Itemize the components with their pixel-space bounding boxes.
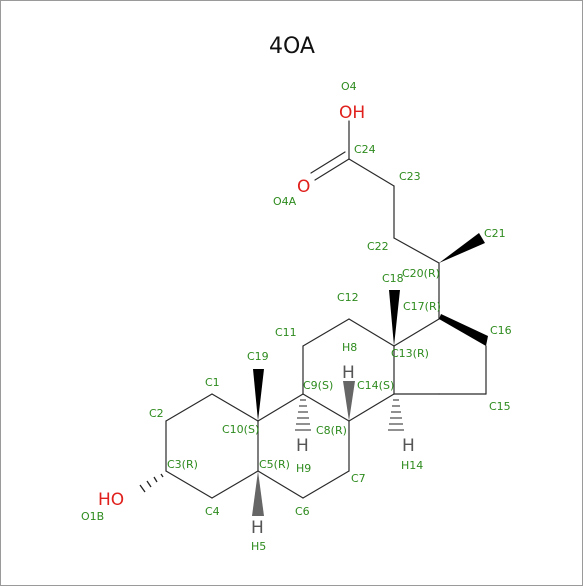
atom-label-c20: C20(R)	[402, 267, 440, 280]
stereo-bonds	[139, 233, 488, 516]
atom-label-c11: C11	[275, 326, 297, 339]
atom-label-h8: H8	[342, 341, 357, 354]
bond-lines	[165, 120, 487, 499]
atom-label-c17: C17(R)	[403, 300, 441, 313]
atom-label-o4: O4	[341, 80, 357, 93]
atom-label-o4a: O4A	[273, 195, 297, 208]
atom-label-h9: H9	[296, 462, 311, 475]
atom-label-c14: C14(S)	[357, 379, 394, 392]
atom-label-h14: H14	[401, 459, 423, 472]
atom-label-c5: C5(R)	[259, 458, 290, 471]
atom-label-c16: C16	[490, 324, 512, 337]
atom-label-c13: C13(R)	[391, 347, 429, 360]
atom-labels: O4 C24 C23 O4A C22 C21 C20(R) C18 C17(R)…	[81, 80, 512, 553]
atom-label-h5: H5	[251, 540, 266, 553]
carbonyl-oxygen-label: O	[297, 177, 310, 197]
atom-label-c8: C8(R)	[316, 424, 347, 437]
atom-label-c4: C4	[205, 505, 220, 518]
diagram-title: 4OA	[269, 34, 315, 59]
hydrogen-c14-label: H	[402, 436, 415, 456]
atom-label-c23: C23	[399, 170, 421, 183]
hydroxyl-oh-label: OH	[339, 103, 365, 123]
hydrogen-c5-label: H	[251, 518, 264, 538]
hydrogen-c9-label: H	[296, 436, 309, 456]
atom-label-c2: C2	[149, 407, 164, 420]
atom-label-c1: C1	[205, 376, 220, 389]
atom-label-c22: C22	[367, 240, 389, 253]
hydroxyl-ho-label: HO	[98, 490, 124, 510]
atom-label-c12: C12	[337, 291, 359, 304]
atom-label-c15: C15	[489, 400, 511, 413]
atom-label-c3: C3(R)	[167, 458, 198, 471]
hydrogen-c8-label: H	[342, 363, 355, 383]
atom-label-c6: C6	[295, 505, 310, 518]
atom-label-c10: C10(S)	[222, 423, 259, 436]
atom-label-c19: C19	[247, 350, 269, 363]
atom-label-c7: C7	[351, 472, 366, 485]
atom-label-c24: C24	[354, 143, 376, 156]
atom-label-c9: C9(S)	[303, 379, 333, 392]
atom-label-o1b: O1B	[81, 510, 104, 523]
atom-label-c18: C18	[382, 272, 404, 285]
atom-label-c21: C21	[484, 227, 506, 240]
